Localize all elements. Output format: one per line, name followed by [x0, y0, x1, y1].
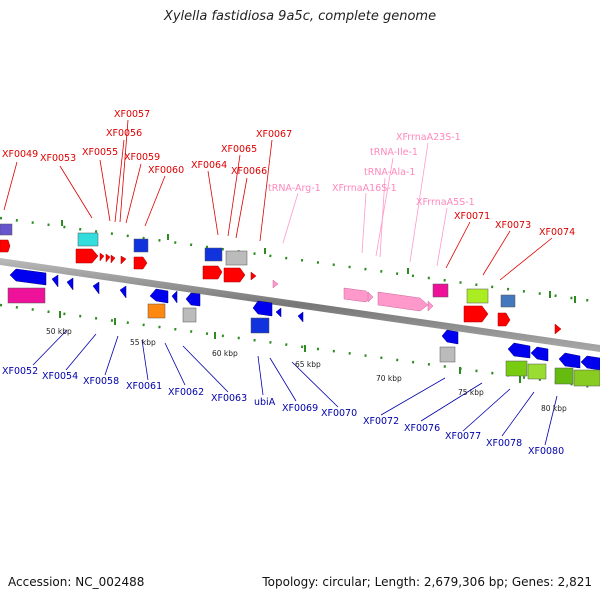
leaders-forward — [3, 119, 553, 281]
gene-label: XF0067 — [256, 129, 292, 140]
rna-label: XFrrnaA5S-1 — [416, 197, 475, 208]
scale-tick: 60 kbp — [212, 349, 238, 358]
labels-rna: tRNA-Arg-1 XFrrnaA16S-1 tRNA-Ile-1 tRNA-… — [268, 132, 475, 208]
gene-label: XF0074 — [539, 227, 575, 238]
scale-tick: 65 kbp — [295, 360, 321, 369]
rna-label: XFrrnaA16S-1 — [332, 183, 397, 194]
rna-label: XFrrnaA23S-1 — [396, 132, 461, 143]
rna-label: tRNA-Ile-1 — [370, 147, 418, 158]
leaders-rna — [282, 142, 448, 267]
gene-label: XF0052 — [2, 366, 38, 377]
map-title: Xylella fastidiosa 9a5c, complete genome — [163, 9, 437, 24]
gene-label: XF0057 — [114, 109, 150, 120]
gene-label: XF0055 — [82, 147, 118, 158]
scale-tick: 75 kbp — [458, 388, 484, 397]
gene-label: XF0064 — [191, 160, 227, 171]
genome-backbone — [0, 258, 600, 352]
cog-bars — [59, 220, 576, 383]
gene-label: XF0076 — [404, 423, 440, 434]
gene-label: XF0060 — [148, 165, 184, 176]
scale-tick: 50 kbp — [46, 327, 72, 336]
gene-label: XF0072 — [363, 416, 399, 427]
leaders-reverse — [32, 329, 558, 446]
labels-forward: XF0049 XF0053 XF0055 XF0056 XF0057 XF005… — [2, 109, 575, 238]
gene-label: XF0080 — [528, 446, 564, 457]
gene-label: XF0063 — [211, 393, 247, 404]
genome-summary: Topology: circular; Length: 2,679,306 bp… — [262, 575, 592, 589]
reverse-boxes — [7, 287, 600, 387]
accession-text: Accession: NC_002488 — [8, 575, 145, 589]
labels-reverse: XF0052 XF0054 XF0058 XF0061 XF0062 XF006… — [2, 366, 564, 457]
rna-features — [272, 279, 434, 312]
scale-tick: 55 kbp — [130, 338, 156, 347]
gene-label: XF0053 — [40, 153, 76, 164]
gene-label: XF0065 — [221, 144, 257, 155]
gene-label: XF0070 — [321, 408, 357, 419]
gene-label: XF0069 — [282, 403, 318, 414]
rna-label: tRNA-Ala-1 — [364, 167, 415, 178]
gene-label: XF0054 — [42, 371, 78, 382]
gene-label: XF0061 — [126, 381, 162, 392]
scale-tick: 70 kbp — [376, 374, 402, 383]
forward-genes — [0, 239, 562, 335]
gene-label: XF0049 — [2, 149, 38, 160]
reverse-genes — [9, 268, 600, 371]
gene-label: XF0056 — [106, 128, 142, 139]
gene-label: XF0058 — [83, 376, 119, 387]
scale-ticks: 50 kbp 55 kbp 60 kbp 65 kbp 70 kbp 75 kb… — [46, 327, 567, 413]
scale-tick: 80 kbp — [541, 404, 567, 413]
gene-label: XF0059 — [124, 152, 160, 163]
gene-label: XF0066 — [231, 166, 267, 177]
gene-label: XF0071 — [454, 211, 490, 222]
gene-label: ubiA — [254, 397, 276, 408]
gene-label: XF0077 — [445, 431, 481, 442]
gene-label: XF0078 — [486, 438, 522, 449]
gene-label: XF0062 — [168, 387, 204, 398]
rna-label: tRNA-Arg-1 — [268, 183, 321, 194]
gene-label: XF0073 — [495, 220, 531, 231]
forward-boxes — [0, 223, 516, 308]
